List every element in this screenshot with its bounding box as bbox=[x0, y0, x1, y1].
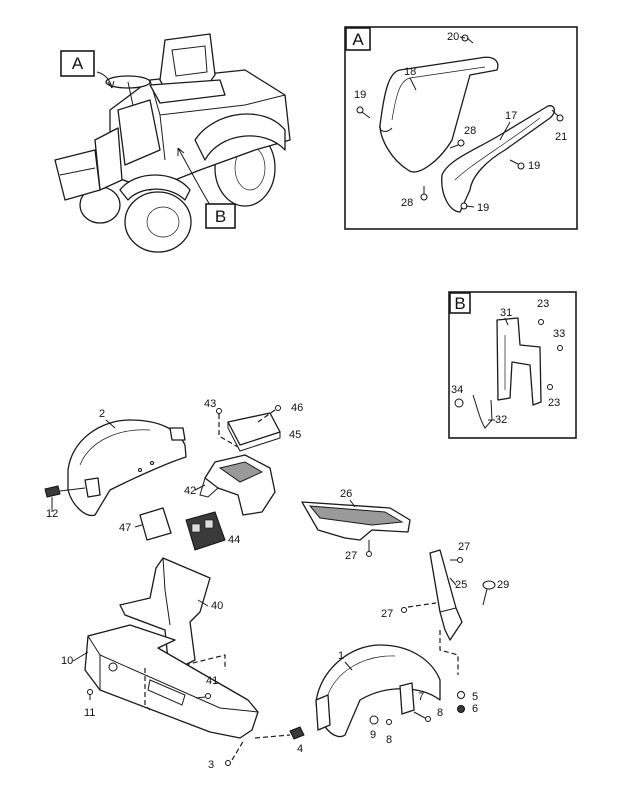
pointer-B-label: B bbox=[215, 207, 226, 226]
label-27c: 27 bbox=[381, 608, 393, 620]
label-19c: 19 bbox=[477, 202, 489, 214]
label-1: 1 bbox=[338, 650, 344, 662]
label-20: 20 bbox=[447, 31, 459, 43]
label-27a: 27 bbox=[345, 550, 357, 562]
label-32: 32 bbox=[495, 414, 507, 426]
screw-23a bbox=[538, 319, 544, 325]
label-4: 4 bbox=[297, 743, 303, 755]
label-43: 43 bbox=[204, 398, 216, 410]
screw-19b bbox=[509, 159, 525, 170]
label-9: 9 bbox=[370, 729, 376, 741]
bracket-leader bbox=[439, 630, 459, 675]
label-34: 34 bbox=[451, 384, 463, 396]
label-10: 10 bbox=[61, 655, 73, 667]
screw-23b bbox=[547, 384, 553, 390]
label-17: 17 bbox=[505, 110, 517, 122]
screw-28a bbox=[449, 139, 465, 149]
label-8b: 8 bbox=[386, 734, 392, 746]
label-25: 25 bbox=[455, 579, 467, 591]
washer-5 bbox=[457, 691, 465, 699]
screw-8a bbox=[413, 711, 431, 722]
part-1-front-fender bbox=[315, 644, 441, 738]
label-44: 44 bbox=[228, 534, 240, 546]
part-42-console bbox=[199, 454, 276, 516]
screw-27a bbox=[366, 540, 372, 557]
label-23a: 23 bbox=[537, 298, 549, 310]
screw-33 bbox=[557, 345, 563, 351]
label-12: 12 bbox=[46, 508, 58, 520]
screw-11 bbox=[87, 689, 93, 700]
part-10-bumper bbox=[84, 624, 259, 739]
label-5: 5 bbox=[472, 691, 478, 703]
part-labels: 20 18 19 17 28 21 19 28 19 23 31 33 34 2… bbox=[46, 31, 567, 771]
label-19a: 19 bbox=[354, 89, 366, 101]
part-2-rear-fender bbox=[67, 419, 187, 517]
washer-34 bbox=[454, 398, 464, 408]
screw-41 bbox=[195, 693, 211, 699]
detail-box-B: B bbox=[448, 291, 577, 439]
screw-21 bbox=[551, 109, 564, 122]
box-B-label: B bbox=[454, 294, 465, 313]
label-27b: 27 bbox=[458, 541, 470, 553]
screw-27c bbox=[401, 602, 437, 613]
tractor-pointer-A: A bbox=[60, 50, 95, 77]
part-26-tray bbox=[301, 501, 411, 541]
nut-6 bbox=[457, 705, 465, 713]
label-41: 41 bbox=[206, 675, 218, 687]
washer-9 bbox=[369, 715, 379, 725]
part-44-module bbox=[185, 511, 226, 551]
label-8a: 8 bbox=[437, 707, 443, 719]
part-4-clip bbox=[254, 726, 305, 740]
label-31: 31 bbox=[500, 307, 512, 319]
part-45-cover bbox=[227, 412, 281, 452]
label-11: 11 bbox=[84, 707, 95, 719]
screw-28b bbox=[420, 186, 428, 201]
label-46: 46 bbox=[291, 402, 303, 414]
leader-lines bbox=[51, 36, 511, 671]
label-45: 45 bbox=[289, 429, 301, 441]
tractor-overview bbox=[54, 33, 291, 253]
part-25-bracket bbox=[429, 549, 463, 641]
screw-3 bbox=[225, 739, 245, 766]
screw-19c bbox=[460, 202, 475, 210]
screw-46 bbox=[257, 405, 281, 423]
label-2: 2 bbox=[99, 408, 105, 420]
detail-box-A: A bbox=[344, 26, 578, 230]
screw-19a bbox=[356, 106, 371, 119]
part-7-bracket bbox=[399, 682, 415, 715]
screw-8b bbox=[386, 719, 392, 725]
label-29: 29 bbox=[497, 579, 509, 591]
screw-27b bbox=[450, 557, 463, 563]
tractor-pointer-B: B bbox=[205, 203, 236, 229]
screw-43 bbox=[216, 408, 239, 448]
label-33: 33 bbox=[553, 328, 565, 340]
label-28b: 28 bbox=[401, 197, 413, 209]
label-21: 21 bbox=[555, 131, 567, 143]
pointer-A-label: A bbox=[72, 54, 84, 73]
label-42: 42 bbox=[184, 485, 196, 497]
part-12-clip bbox=[44, 485, 86, 498]
label-18: 18 bbox=[404, 66, 416, 78]
label-40: 40 bbox=[211, 600, 223, 612]
label-23b: 23 bbox=[548, 397, 560, 409]
label-47: 47 bbox=[119, 522, 131, 534]
label-28a: 28 bbox=[464, 125, 476, 137]
label-19b: 19 bbox=[528, 160, 540, 172]
label-3: 3 bbox=[208, 759, 214, 771]
part-47-panel bbox=[139, 507, 172, 541]
label-7: 7 bbox=[418, 691, 424, 703]
box-A-label: A bbox=[352, 30, 364, 49]
label-26: 26 bbox=[340, 488, 352, 500]
knob-29 bbox=[482, 580, 496, 606]
label-6: 6 bbox=[472, 703, 478, 715]
